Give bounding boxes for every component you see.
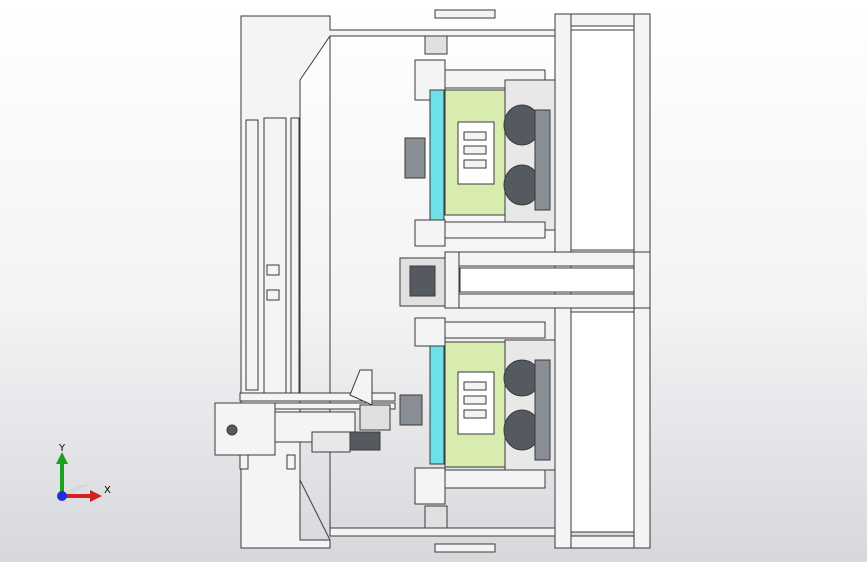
right-tube-frame[interactable]	[444, 13, 651, 549]
clamp-details	[424, 9, 496, 553]
coordinate-triad: X Y	[40, 440, 120, 510]
y-axis-label: Y	[59, 443, 66, 454]
lower-station-module[interactable]	[399, 317, 556, 505]
lower-blue-strip	[429, 345, 445, 465]
triad-arrows	[56, 452, 102, 502]
gripper-bolt	[226, 424, 238, 436]
middle-joint[interactable]	[399, 257, 446, 307]
x-axis-label: X	[104, 485, 111, 496]
gripper-assembly[interactable]	[214, 369, 396, 470]
rail-slot	[266, 264, 280, 276]
vertical-rail-left	[245, 119, 259, 391]
upper-station-module[interactable]	[404, 59, 556, 247]
upper-blue-strip	[429, 89, 445, 221]
rail-slot	[266, 289, 280, 301]
vertical-rail-mid	[263, 117, 287, 399]
z-axis-dot	[57, 491, 67, 501]
vertical-rail-right	[290, 117, 300, 399]
